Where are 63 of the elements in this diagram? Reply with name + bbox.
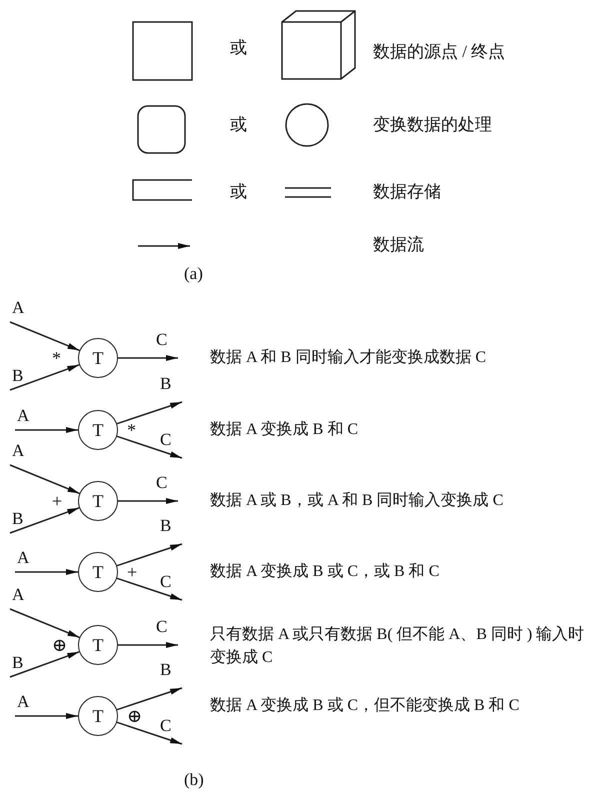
arrow (10, 321, 80, 352)
or-text: 或 (230, 181, 247, 203)
circled-plus-mark: ⊕ (127, 705, 142, 728)
edge-label: A (12, 297, 24, 319)
legend-text: 变换数据的处理 (373, 114, 492, 136)
arrow (10, 507, 80, 534)
edge-label: B (12, 508, 24, 530)
arrow (10, 364, 80, 391)
process-circle: T (78, 481, 118, 521)
arrow (10, 608, 80, 638)
arrow (118, 355, 178, 361)
edge-label: B (160, 659, 172, 681)
edge-label: B (12, 365, 24, 387)
panel-label: (b) (184, 769, 204, 791)
edge-label: C (156, 616, 168, 638)
arrow (116, 687, 182, 710)
panel-label: (a) (184, 263, 203, 285)
arrow (116, 578, 182, 601)
edge-label: B (12, 652, 24, 674)
process-circle: T (78, 552, 118, 592)
legend-text: 数据流 (373, 234, 424, 256)
arrow (15, 427, 78, 433)
edge-label: C (160, 429, 172, 451)
circled-plus-mark: ⊕ (52, 634, 68, 657)
process-circle: T (78, 338, 118, 378)
arrow (10, 651, 80, 678)
legend-text: 数据存储 (373, 181, 441, 203)
edge-label: A (17, 547, 30, 569)
description-text: 数据 A 或 B，或 A 和 B 同时输入变换成 C (210, 490, 504, 511)
edge-label: B (160, 515, 172, 537)
edge-label: A (12, 440, 24, 462)
arrow (116, 722, 182, 745)
or-text: 或 (230, 37, 247, 59)
description-text: 数据 A 变换成 B 或 C，或 B 和 C (210, 562, 440, 582)
edge-label: A (17, 405, 30, 427)
description-text: 数据 A 和 B 同时输入才能变换成数据 C (210, 348, 488, 368)
arrow (118, 498, 178, 504)
edge-label: A (12, 584, 24, 606)
arrow (10, 464, 80, 494)
description-text: 数据 A 变换成 B 和 C (210, 420, 360, 440)
operator-mark: + (127, 561, 138, 584)
edge-label: C (160, 571, 172, 593)
edge-label: C (156, 329, 168, 351)
arrow (15, 569, 78, 575)
process-circle: T (78, 410, 118, 450)
arrow (116, 436, 182, 459)
edge-label: C (160, 715, 172, 737)
process-circle: T (78, 696, 118, 736)
edge-label: A (17, 691, 30, 713)
operator-mark: * (127, 419, 136, 442)
or-text: 或 (230, 114, 247, 136)
arrow (15, 713, 78, 719)
legend-text: 数据的源点 / 终点 (373, 41, 506, 63)
arrow (118, 642, 178, 648)
description-text: 数据 A 变换成 B 或 C，但不能变换成 B 和 C (210, 696, 520, 716)
edge-label: C (156, 472, 168, 494)
operator-mark: * (52, 347, 61, 370)
process-circle: T (78, 625, 118, 665)
arrow (116, 543, 182, 566)
edge-label: B (160, 373, 172, 395)
arrow (116, 401, 182, 424)
operator-mark: + (52, 490, 62, 513)
description-text: 只有数据 A 或只有数据 B( 但不能 A、B 同时 ) 输入时变换成 C (210, 624, 586, 668)
